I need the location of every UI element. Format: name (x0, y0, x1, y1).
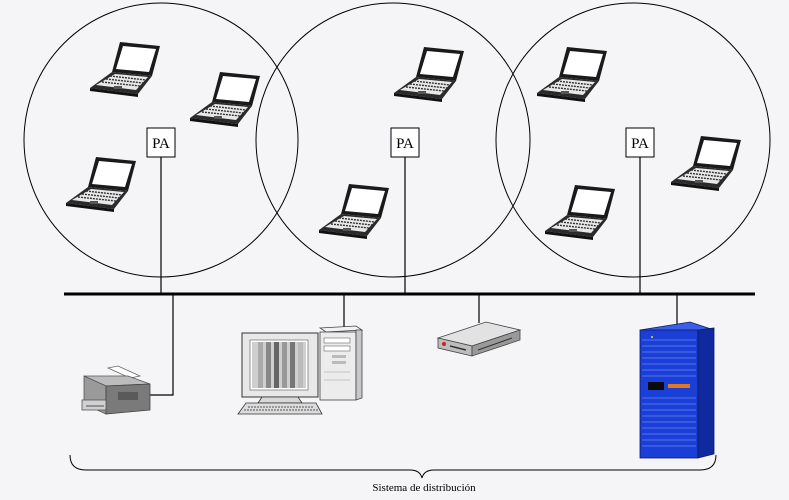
access-point-label: PA (396, 136, 414, 152)
access-point-3: PA (625, 127, 655, 158)
router-icon (436, 321, 522, 357)
access-point-label: PA (152, 136, 170, 152)
laptop-icon (89, 41, 161, 98)
desktop-computer-icon (237, 325, 364, 415)
access-point-1: PA (146, 127, 176, 158)
server-rack-icon (639, 321, 715, 459)
coverage-cell-2 (255, 2, 531, 278)
laptop-icon (670, 135, 742, 192)
laptop-icon (544, 184, 616, 241)
laptop-icon (318, 183, 390, 240)
laptop-icon (536, 46, 608, 103)
distribution-brace (69, 454, 717, 479)
access-point-2: PA (390, 127, 420, 158)
laptop-icon (189, 71, 261, 128)
laptop-icon (65, 156, 137, 213)
laptop-icon (393, 46, 465, 103)
printer-icon (81, 365, 151, 415)
access-point-label: PA (631, 136, 649, 152)
distribution-system-label: Sistema de distribución (372, 482, 476, 494)
coverage-cell-3 (495, 2, 771, 278)
